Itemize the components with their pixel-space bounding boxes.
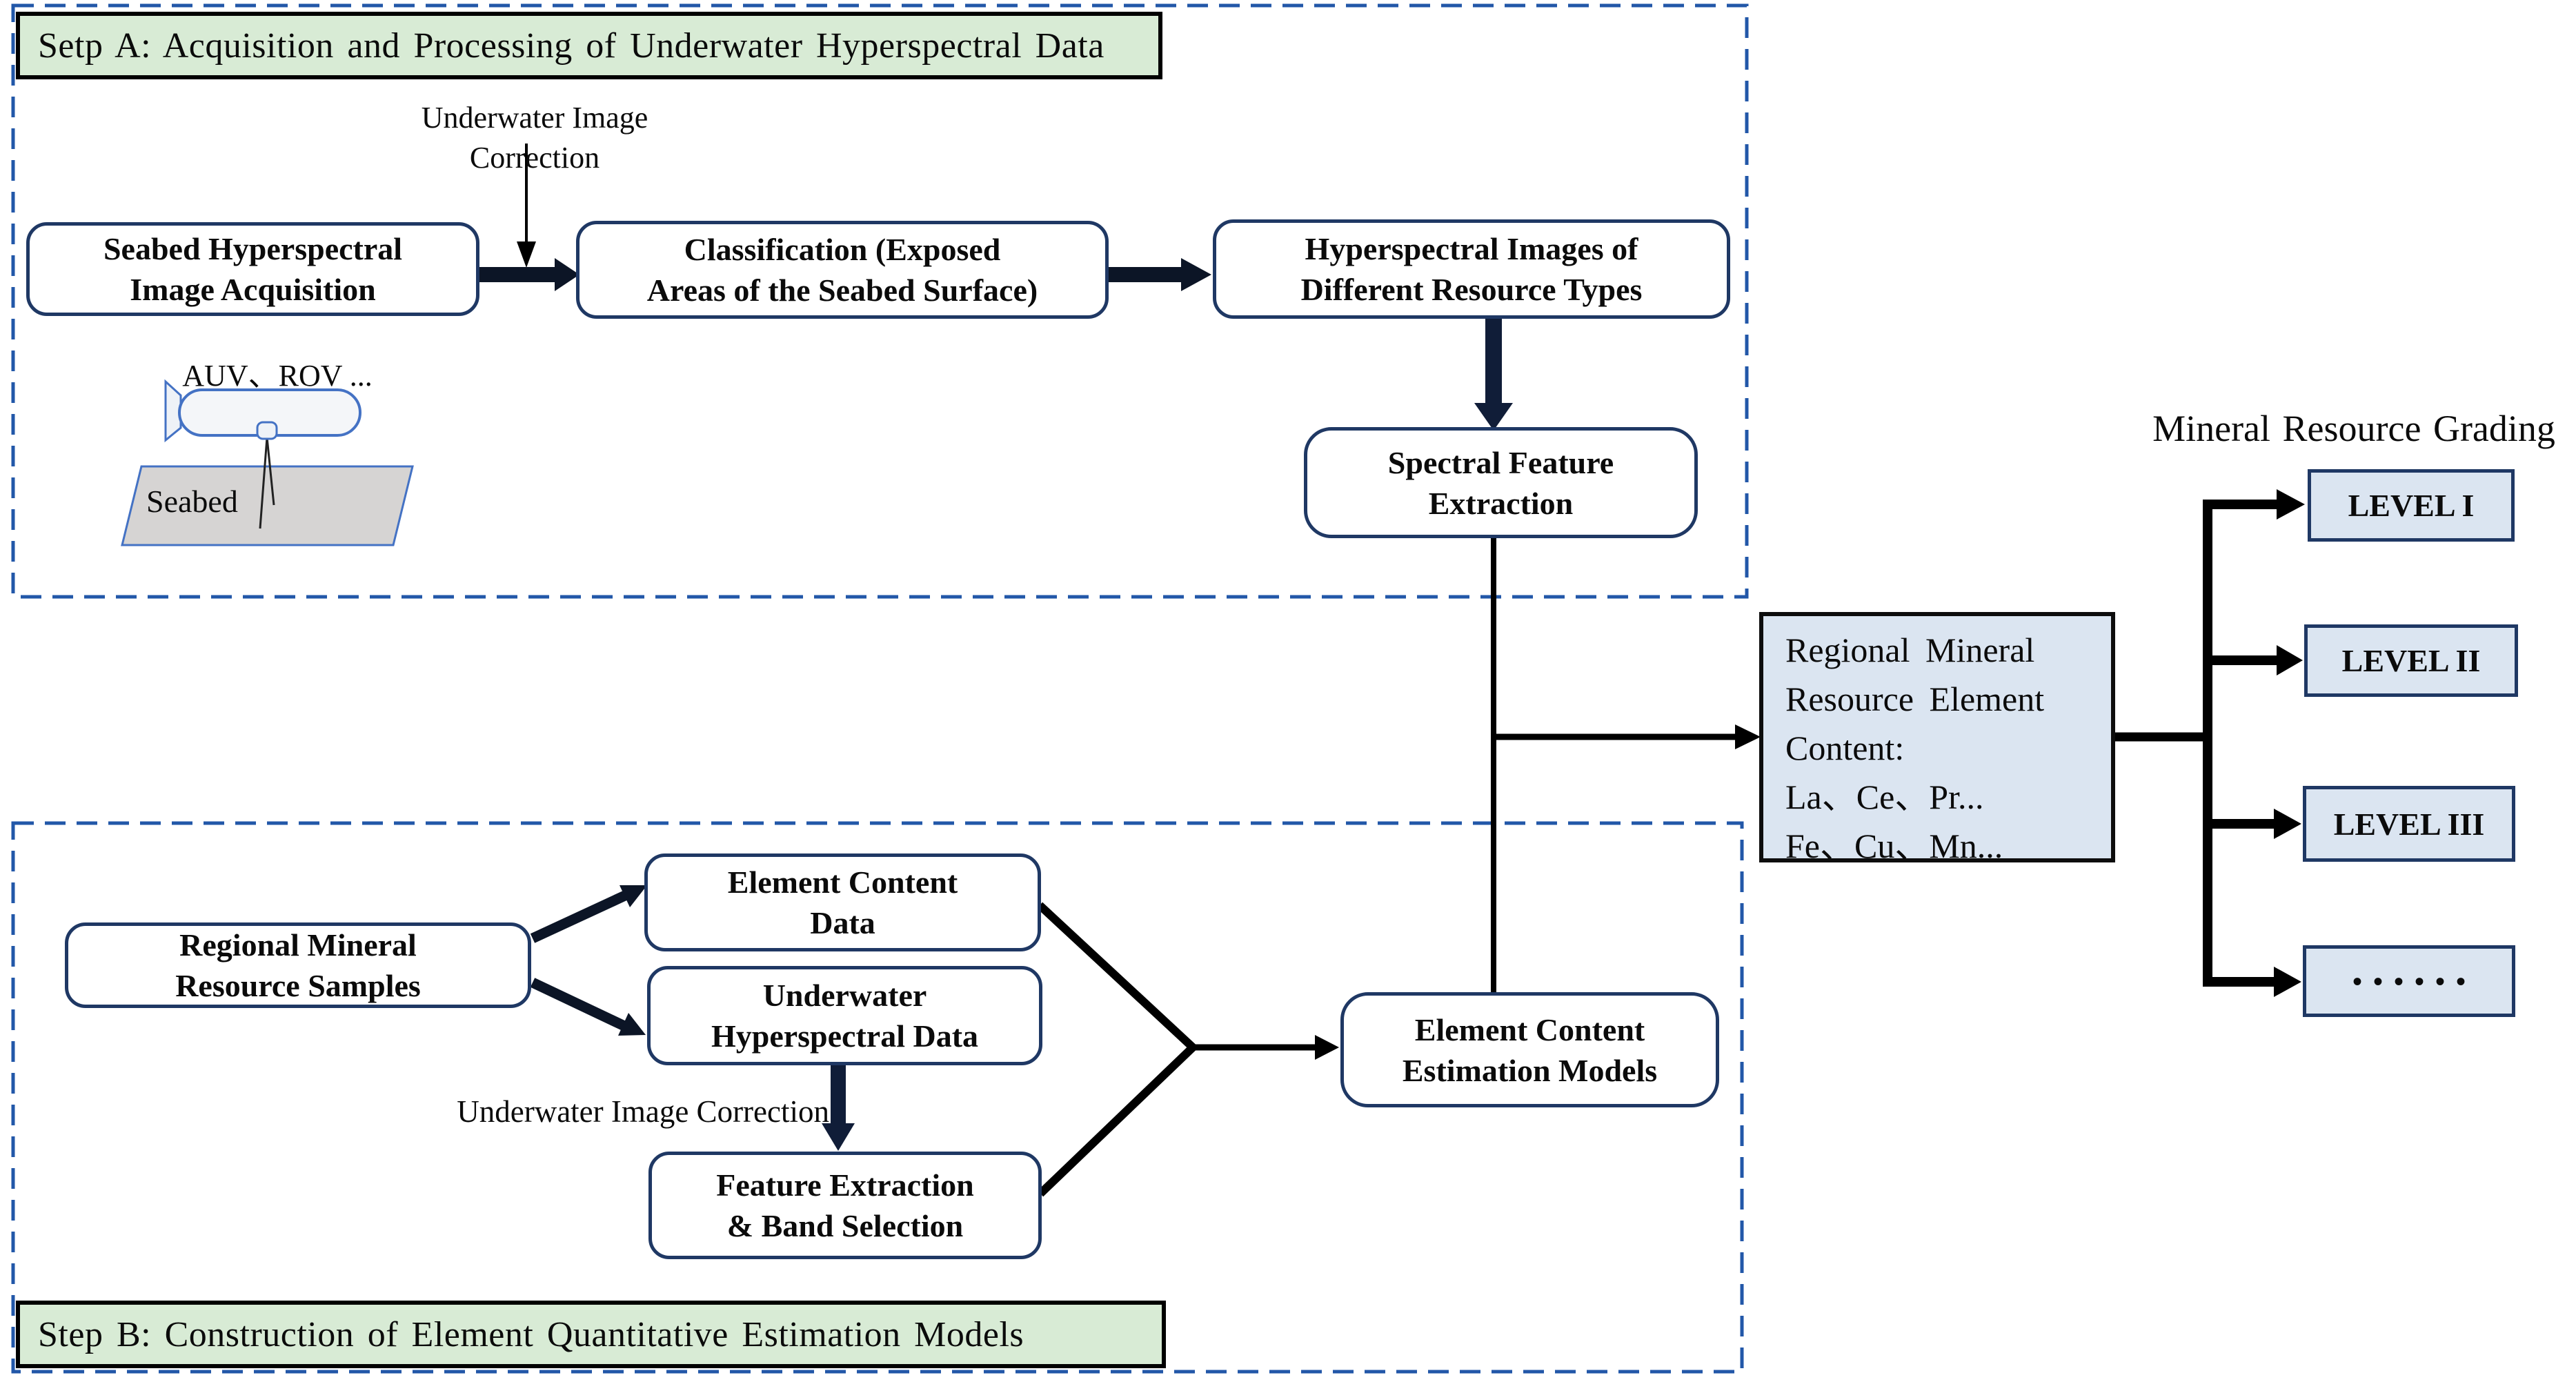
box-label: Extraction bbox=[1428, 485, 1574, 521]
box-element-content-data: Element Content Data bbox=[644, 853, 1041, 951]
level-label: •••••• bbox=[2352, 965, 2477, 997]
arrow-head bbox=[2274, 809, 2301, 839]
box-label: Hyperspectral Images of bbox=[1305, 231, 1638, 266]
level-label: LEVEL I bbox=[2348, 488, 2475, 523]
box-seabed-acquisition: Seabed Hyperspectral Image Acquisition bbox=[26, 222, 479, 316]
step-a-boundary bbox=[11, 3, 1749, 599]
box-label: Seabed Hyperspectral bbox=[103, 231, 403, 266]
box-label: Spectral Feature bbox=[1387, 444, 1614, 480]
scan-beam-line bbox=[259, 437, 268, 529]
arrow-samples-to-element-data bbox=[530, 890, 629, 943]
content-line: Content: bbox=[1785, 729, 1905, 767]
box-label: Classification (Exposed bbox=[684, 232, 1001, 267]
arrow-head bbox=[1735, 724, 1761, 749]
element-content-box: Regional Mineral Resource Element Conten… bbox=[1759, 612, 2115, 865]
auv-rov-label: AUV、ROV ... bbox=[182, 359, 373, 393]
box-label: & Band Selection bbox=[726, 1208, 964, 1243]
content-line: Fe、Cu、Mn... bbox=[1785, 827, 2003, 865]
arrow-samples-to-underwater bbox=[530, 978, 627, 1031]
box-label: Hyperspectral Data bbox=[711, 1018, 979, 1054]
content-line: La、Ce、Pr... bbox=[1785, 778, 1984, 816]
arrow-head bbox=[1474, 403, 1513, 431]
box-classification: Classification (Exposed Areas of the Sea… bbox=[576, 221, 1109, 319]
step-b-header-label: Step B: Construction of Element Quantita… bbox=[38, 1314, 1024, 1354]
box-label: Element Content bbox=[727, 865, 958, 900]
step-b-header: Step B: Construction of Element Quantita… bbox=[16, 1301, 1166, 1368]
level-box-more: •••••• bbox=[2303, 945, 2515, 1017]
seabed-label: Seabed bbox=[146, 484, 238, 519]
underwater-correction-label-b: Underwater Image Correction bbox=[457, 1094, 829, 1129]
box-label: Underwater bbox=[762, 978, 927, 1013]
seabed-icon bbox=[121, 465, 414, 546]
box-feature-extraction: Feature Extraction & Band Selection bbox=[648, 1152, 1042, 1259]
box-estimation-models: Element Content Estimation Models bbox=[1340, 992, 1719, 1107]
step-a-header-label: Setp A: Acquisition and Processing of Un… bbox=[38, 26, 1104, 66]
box-label: Feature Extraction bbox=[716, 1167, 974, 1203]
box-label: Image Acquisition bbox=[130, 272, 376, 307]
level-label: LEVEL III bbox=[2333, 806, 2485, 842]
underwater-correction-label-a: Underwater Image Correction bbox=[376, 98, 693, 178]
line-element-data-to-junction bbox=[1036, 902, 1196, 1051]
content-line: Resource Element bbox=[1785, 680, 2045, 718]
arrow-head bbox=[1181, 258, 1211, 291]
box-hyperspectral-images: Hyperspectral Images of Different Resour… bbox=[1213, 219, 1730, 319]
step-a-header: Setp A: Acquisition and Processing of Un… bbox=[16, 12, 1162, 79]
label-line: Underwater Image bbox=[421, 101, 648, 135]
level-label: LEVEL II bbox=[2341, 643, 2481, 678]
box-label: Estimation Models bbox=[1402, 1052, 1658, 1088]
grading-title: Mineral Resource Grading bbox=[2152, 408, 2555, 449]
arrow-head bbox=[618, 1013, 646, 1036]
arrow-head bbox=[2277, 489, 2305, 520]
arrow-head bbox=[1315, 1035, 1339, 1060]
arrow-head bbox=[555, 258, 579, 291]
arrow-head bbox=[822, 1123, 855, 1151]
box-label: Resource Samples bbox=[175, 968, 421, 1003]
label-line: Correction bbox=[469, 141, 600, 175]
level-box-2: LEVEL II bbox=[2304, 624, 2518, 697]
box-spectral-extraction: Spectral Feature Extraction bbox=[1304, 427, 1698, 538]
box-underwater-hyperspectral: Underwater Hyperspectral Data bbox=[647, 966, 1042, 1065]
box-label: Element Content bbox=[1414, 1011, 1645, 1047]
level-box-3: LEVEL III bbox=[2303, 786, 2515, 862]
box-label: Data bbox=[810, 905, 875, 940]
correction-arrow-a-head bbox=[517, 241, 536, 268]
box-regional-samples: Regional Mineral Resource Samples bbox=[65, 922, 531, 1008]
arrow-head bbox=[620, 885, 647, 907]
box-label: Areas of the Seabed Surface) bbox=[646, 273, 1038, 308]
box-label: Different Resource Types bbox=[1300, 272, 1643, 307]
arrow-head bbox=[2277, 645, 2303, 675]
auv-sensor-icon bbox=[256, 421, 278, 440]
box-label: Regional Mineral bbox=[179, 927, 417, 963]
content-line: Regional Mineral bbox=[1785, 631, 2035, 669]
step-b-boundary bbox=[11, 821, 1744, 1374]
level-box-1: LEVEL I bbox=[2308, 469, 2515, 542]
scan-beam-line bbox=[266, 437, 275, 506]
arrow-head bbox=[2274, 967, 2301, 997]
line-feature-to-junction bbox=[1037, 1044, 1196, 1197]
